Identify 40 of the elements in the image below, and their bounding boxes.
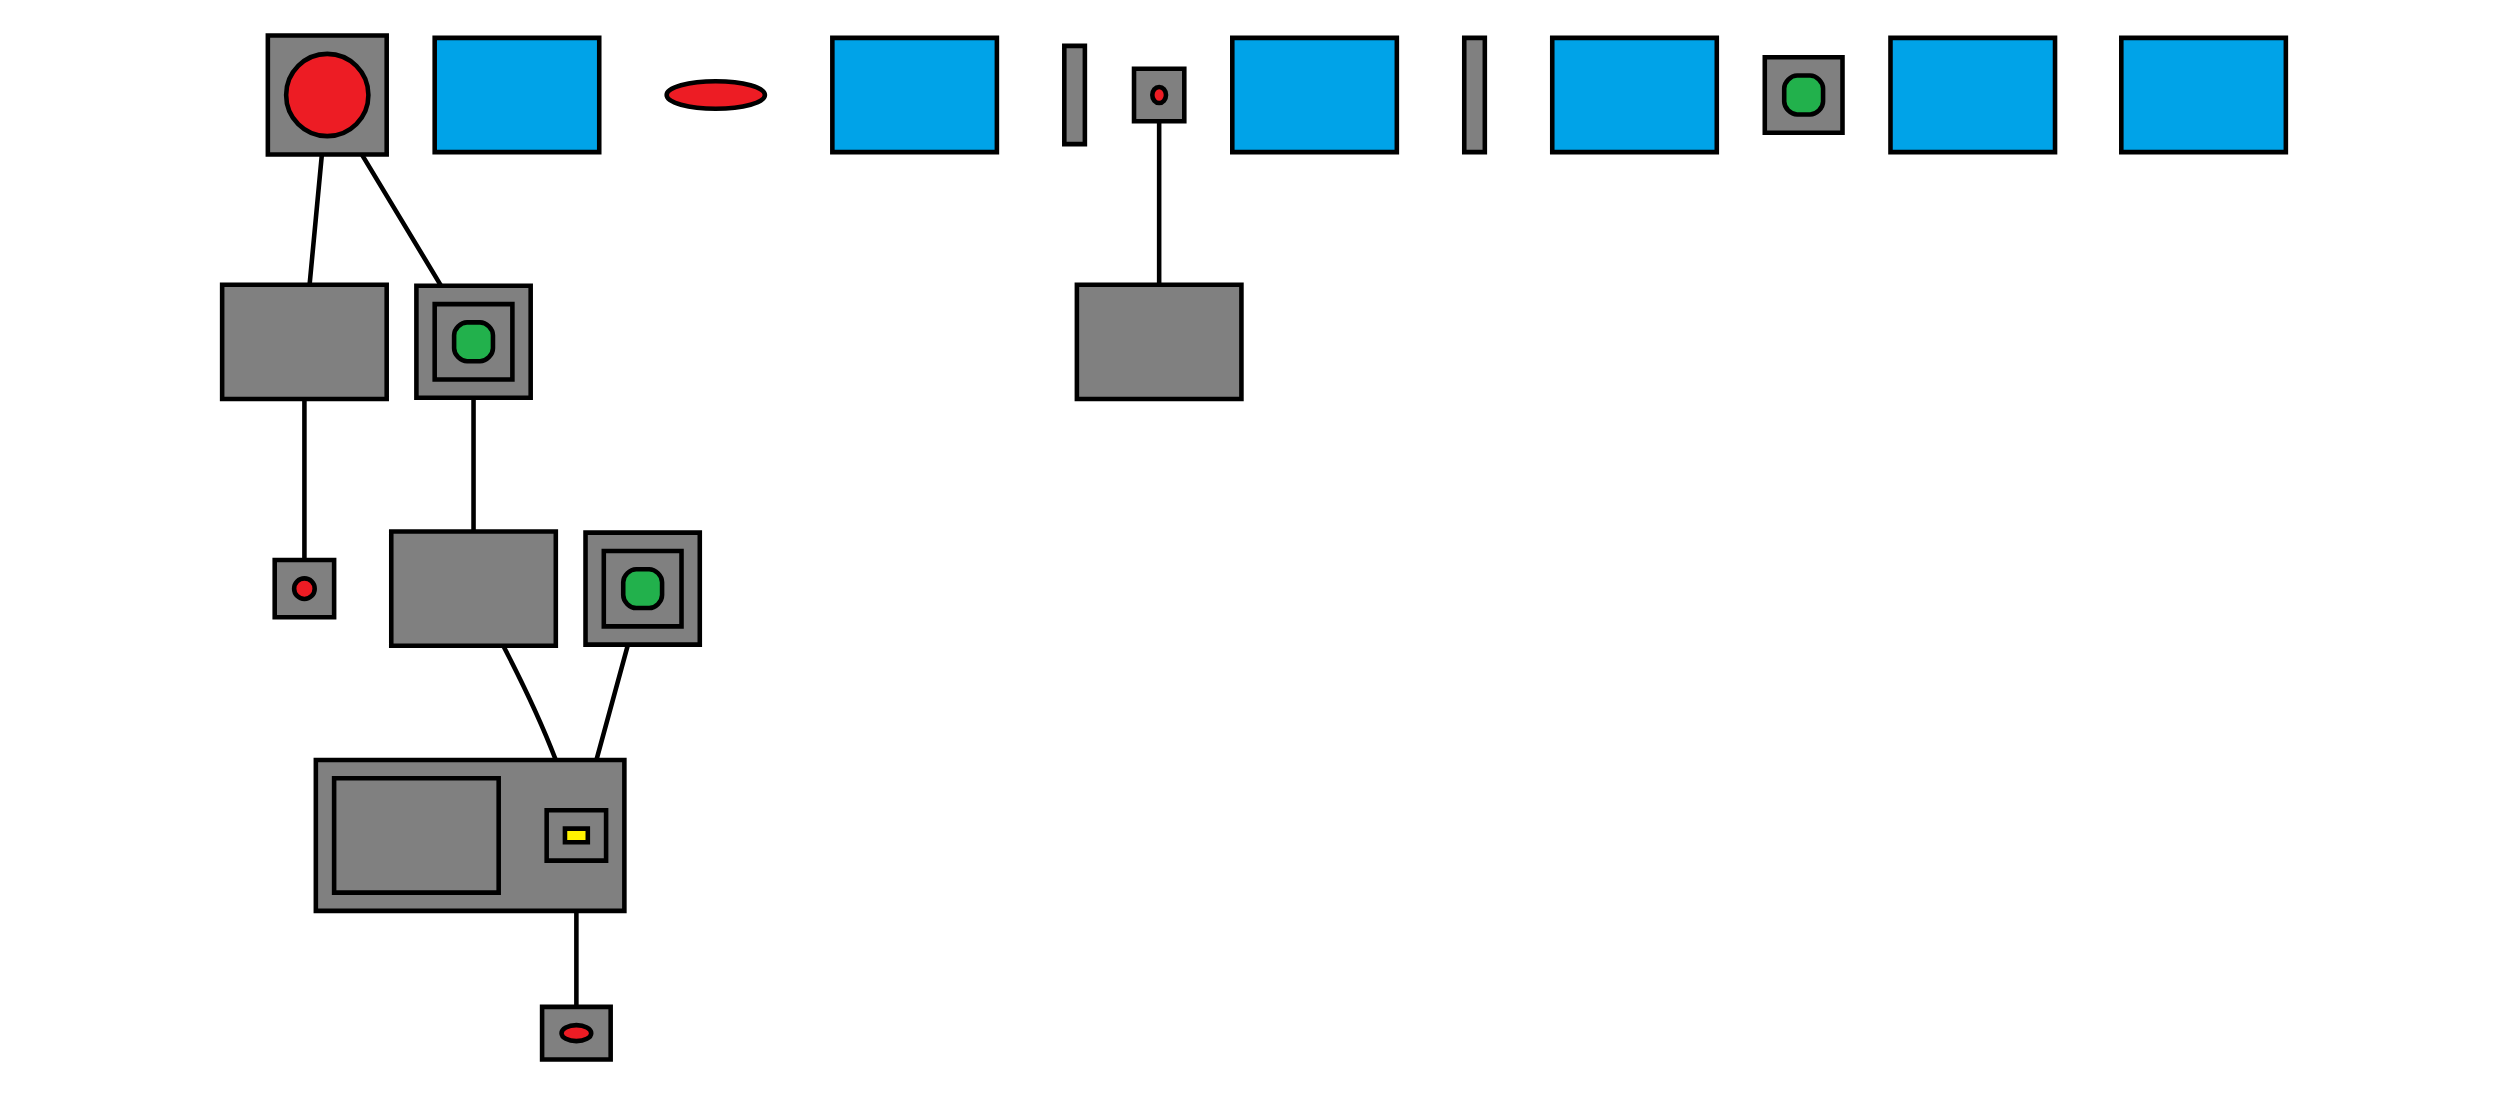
connector (306, 154, 324, 285)
connector (359, 153, 443, 287)
connector (501, 645, 558, 761)
connector (1156, 121, 1161, 284)
node-ellipse (558, 1022, 593, 1044)
cluster (265, 33, 389, 157)
node-box (219, 282, 389, 402)
connector (470, 397, 476, 531)
node-ellipse (1149, 84, 1168, 106)
node-circle (283, 51, 371, 139)
cluster (1762, 55, 1845, 135)
cluster (271, 557, 336, 620)
node-box (829, 35, 999, 155)
cluster (582, 530, 702, 647)
cluster (1131, 66, 1187, 124)
node-box (1887, 35, 2057, 155)
node-box (1229, 35, 1399, 155)
node-box (2118, 35, 2288, 155)
node-bar (1061, 43, 1087, 147)
node-box (388, 529, 558, 649)
node-ellipse (663, 79, 767, 111)
cluster (543, 808, 608, 863)
node-circle (291, 576, 317, 602)
cluster (539, 1004, 613, 1062)
node-box (562, 826, 590, 845)
node-box (1074, 282, 1244, 402)
cluster (313, 757, 627, 914)
node-box (331, 776, 501, 895)
cluster (413, 283, 533, 401)
node-bar (1461, 35, 1487, 155)
node-box (431, 35, 601, 155)
connector (301, 399, 307, 561)
node-box (451, 320, 495, 364)
cluster (431, 301, 515, 382)
connector (573, 910, 579, 1007)
cluster (601, 548, 684, 629)
connector (593, 644, 630, 761)
node-box (1549, 35, 1719, 155)
node-box (1781, 73, 1825, 117)
node-box (620, 566, 664, 611)
